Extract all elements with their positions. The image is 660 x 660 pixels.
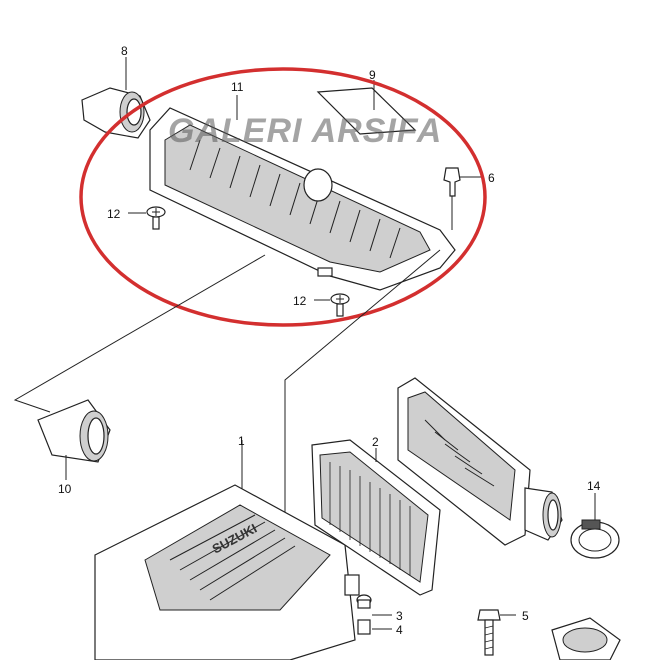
callout-8: 8 [121, 44, 128, 58]
part-8-hose-connector [81, 57, 151, 139]
callout-4: 4 [396, 623, 403, 637]
callout-10: 10 [58, 482, 72, 496]
highlight-ring [79, 67, 487, 327]
part-2-filter-element [311, 439, 441, 596]
part-1-air-cleaner-case: SUZUKI [94, 484, 360, 660]
part-11-intake-duct [149, 107, 456, 291]
callout-14: 14 [587, 479, 601, 493]
part-5-bolt [477, 609, 516, 656]
callout-5: 5 [522, 609, 529, 623]
callout-3: 3 [396, 609, 403, 623]
part-9-foam-pad [316, 80, 417, 135]
part-12-screw-upper [128, 206, 166, 230]
part-12-screw-lower [314, 293, 350, 317]
part-14-hose-clamp [570, 493, 620, 559]
callout-6: 6 [488, 171, 495, 185]
part-6-clip [443, 167, 484, 230]
part-3-grommet [356, 594, 392, 616]
watermark-text: GALERI ARSIFA [168, 112, 443, 150]
callout-12-lower: 12 [293, 294, 307, 308]
callout-11: 11 [231, 80, 244, 94]
outlet-hose-partial [551, 617, 621, 660]
part-10-intake-sleeve [37, 399, 111, 480]
upper-cover [397, 377, 563, 546]
callout-12-upper: 12 [107, 207, 121, 221]
part-4-collar [357, 619, 392, 635]
callout-1: 1 [238, 434, 245, 448]
callout-2: 2 [372, 435, 379, 449]
callout-9: 9 [369, 68, 376, 82]
